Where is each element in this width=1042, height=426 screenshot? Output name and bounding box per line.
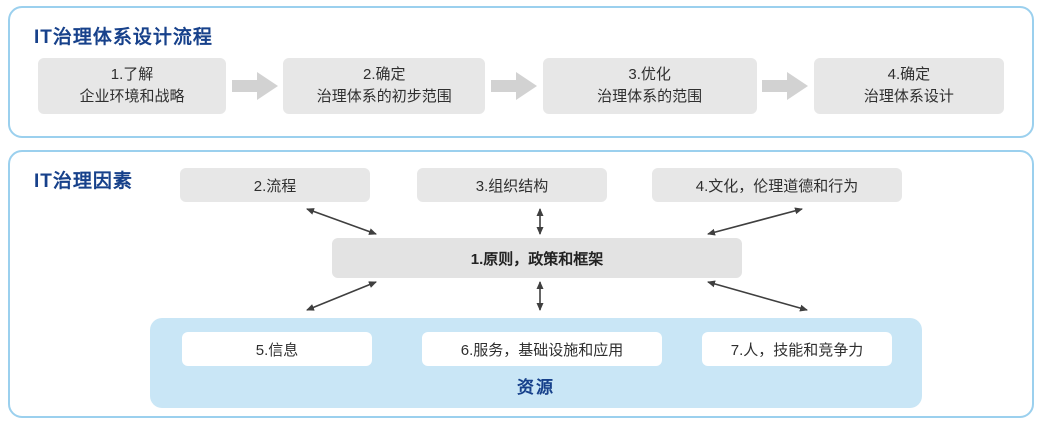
factor-org-structure: 3.组织结构 [417, 168, 607, 202]
process-step-4: 4.确定 治理体系设计 [813, 58, 1004, 114]
process-step-2: 2.确定 治理体系的初步范围 [283, 58, 486, 114]
step-1-line-2: 企业环境和战略 [79, 88, 185, 105]
step-1-line-1: 1.了解 [110, 65, 154, 83]
step-2-line-2: 治理体系的初步范围 [316, 88, 452, 105]
process-step-3: 3.优化 治理体系的范围 [542, 58, 757, 114]
right-arrow-icon [490, 72, 537, 100]
arrow-center-to-people [707, 280, 808, 312]
factor-processes: 2.流程 [180, 168, 370, 202]
step-4-line-1: 4.确定 [887, 65, 931, 83]
factor-people-skills: 7.人，技能和竞争力 [702, 332, 892, 366]
step-3-line-1: 3.优化 [628, 65, 671, 83]
step-4-line-2: 治理体系设计 [863, 88, 954, 105]
resources-label: 资源 [517, 378, 555, 397]
step-2-line-1: 2.确定 [363, 65, 406, 83]
right-arrow-icon [231, 72, 278, 100]
arrow-center-to-information [306, 281, 377, 311]
factor-culture-ethics: 4.文化，伦理道德和行为 [652, 168, 902, 202]
factor-information: 5.信息 [182, 332, 372, 366]
factor-services-infrastructure: 6.服务，基础设施和应用 [422, 332, 662, 366]
design-process-title: IT治理体系设计流程 [34, 27, 213, 48]
right-arrow-icon [762, 72, 809, 100]
factor-principles-policies: 1.原则，政策和框架 [332, 238, 742, 278]
governance-factors-title: IT治理因素 [34, 171, 133, 192]
design-process-panel: IT治理体系设计流程 1.了解 企业环境和战略 2.确定 治理体系的初步范围 3… [8, 6, 1034, 138]
step-3-line-2: 治理体系的范围 [597, 88, 703, 105]
resources-container: 5.信息 6.服务，基础设施和应用 7.人，技能和竞争力 资源 [150, 318, 922, 408]
process-flow: 1.了解 企业环境和战略 2.确定 治理体系的初步范围 3.优化 治理体系的范围 [38, 58, 1004, 114]
arrow-center-to-culture [707, 207, 803, 236]
governance-factors-panel: IT治理因素 2.流程 3.组织结构 4.文化，伦理道德和行为 1.原则，政策和… [8, 150, 1034, 418]
arrow-center-to-processes [306, 208, 377, 235]
process-step-1: 1.了解 企业环境和战略 [38, 58, 226, 114]
